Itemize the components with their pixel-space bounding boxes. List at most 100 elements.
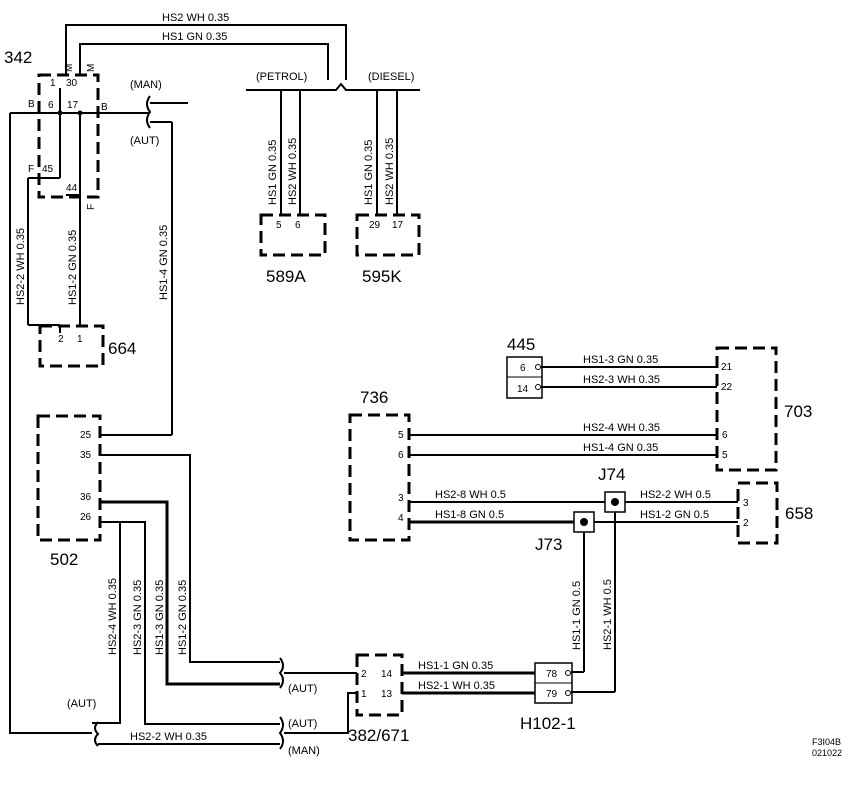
pin-label: 6 (48, 100, 54, 111)
component-382-671-box (355, 653, 404, 717)
wire-label-hs1-4: HS1-4 GN 0.35 (158, 225, 170, 300)
pin-label: 2 (361, 669, 367, 680)
note-man-1: (MAN) (130, 79, 162, 91)
component-342-label: 342 (4, 48, 32, 67)
bracket-left (94, 721, 100, 747)
pin-label: 35 (80, 450, 92, 461)
pin-label: M (86, 64, 97, 72)
component-658-label: 658 (785, 504, 813, 523)
component-502-box (36, 414, 102, 542)
pin-label: 6 (295, 220, 301, 231)
component-595k-box (355, 213, 421, 257)
pin-label: 30 (66, 78, 78, 89)
switch-man-aut-1 (146, 95, 188, 435)
wire-label-hs1-1-382: HS1-1 GN 0.35 (418, 660, 493, 672)
component-h102-1-label: H102-1 (520, 714, 576, 733)
note-man-2: (MAN) (288, 745, 320, 757)
component-502-label: 502 (50, 550, 78, 569)
wire-label-hs1-2: HS1-2 GN 0.35 (67, 230, 79, 305)
pin-label: F (86, 204, 97, 210)
component-703-box (715, 346, 778, 472)
pin-label: 17 (67, 100, 79, 111)
wire-label-top-hs2: HS2 WH 0.35 (162, 12, 229, 24)
component-j73-label: J73 (535, 535, 562, 554)
pin-label: 26 (80, 512, 92, 523)
pin-label: M (64, 64, 75, 72)
pin-label: 2 (743, 518, 749, 529)
component-589a-label: 589A (266, 267, 306, 286)
note-aut-3: (AUT) (67, 698, 96, 710)
pin-label: 14 (517, 384, 529, 395)
top-wiring (65, 24, 420, 215)
component-658-box (736, 481, 779, 545)
junction-dot (57, 110, 63, 116)
pin-label: 5 (276, 220, 282, 231)
component-736-label: 736 (360, 388, 388, 407)
pin-label: 78 (546, 669, 558, 680)
pin-label: 2 (58, 334, 64, 345)
pin-label: 3 (743, 498, 749, 509)
figure-date: 021022 (812, 748, 842, 758)
note-aut-4: (AUT) (288, 718, 317, 730)
wire-label-diesel-hs1: HS1 GN 0.35 (363, 140, 375, 205)
wire-label-hs2-8: HS2-8 WH 0.5 (435, 489, 506, 501)
wire-label-hs2-4-502: HS2-4 WH 0.35 (107, 578, 119, 655)
wire-label-hs1-2-502: HS1-2 GN 0.35 (177, 580, 189, 655)
pin-label: 6 (398, 450, 404, 461)
wire-label-hs1-2-658: HS1-2 GN 0.5 (640, 509, 709, 521)
pin-label: 22 (721, 382, 733, 393)
pin-label: B (101, 102, 108, 113)
component-595k-label: 595K (362, 267, 402, 286)
wire-label-hs2-1-382: HS2-1 WH 0.35 (418, 680, 495, 692)
pin-label: 44 (66, 183, 78, 194)
component-382-671-label: 382/671 (348, 726, 409, 745)
pin-label: 1 (50, 78, 56, 89)
wire-label-hs2-4-736: HS2-4 WH 0.35 (583, 422, 660, 434)
pin-label: 45 (42, 164, 54, 175)
pin-label: 14 (381, 669, 393, 680)
figure-code: F3I04B (812, 737, 841, 747)
pin-label: F (28, 164, 34, 175)
wire-label-hs2-1-05: HS2-1 WH 0.5 (602, 579, 614, 650)
pin-label: 13 (381, 689, 393, 700)
pin-label: 5 (398, 430, 404, 441)
pin-label: 36 (80, 492, 92, 503)
pin-label: 17 (392, 220, 404, 231)
note-diesel: (DIESEL) (368, 71, 414, 83)
component-736-box (348, 413, 411, 542)
pin-label: 25 (80, 430, 92, 441)
note-aut-2: (AUT) (288, 683, 317, 695)
pin-label: 3 (398, 493, 404, 504)
wire-label-diesel-hs2: HS2 WH 0.35 (384, 138, 396, 205)
component-664-box (38, 324, 105, 368)
pin-label: 79 (546, 689, 558, 700)
pin-label: 21 (721, 362, 733, 373)
pin-label: 6 (722, 430, 728, 441)
wire-label-hs1-4-736: HS1-4 GN 0.35 (583, 442, 658, 454)
bracket-right-1 (278, 657, 284, 689)
wire-label-petrol-hs1: HS1 GN 0.35 (267, 140, 279, 205)
wire-label-top-hs1: HS1 GN 0.35 (162, 31, 227, 43)
wire-label-hs1-1-05: HS1-1 GN 0.5 (571, 581, 583, 650)
component-664-label: 664 (108, 339, 136, 358)
wire-label-hs2-2-658: HS2-2 WH 0.5 (640, 489, 711, 501)
component-589a-box (259, 213, 327, 257)
pin-label: 6 (520, 363, 526, 374)
component-703-label: 703 (784, 402, 812, 421)
note-aut-1: (AUT) (130, 135, 159, 147)
pin-label: B (28, 99, 35, 110)
bracket-right-2 (278, 716, 284, 750)
pin-label: 5 (722, 450, 728, 461)
pin-label: 1 (77, 334, 83, 345)
wire-label-bottom-hs2-2: HS2-2 WH 0.35 (130, 731, 207, 743)
component-342-box (37, 73, 100, 199)
junction-dot (77, 110, 83, 116)
wire-label-hs2-3-445: HS2-3 WH 0.35 (583, 374, 660, 386)
wires-342 (9, 88, 150, 734)
wires-502 (92, 434, 280, 725)
note-petrol: (PETROL) (256, 71, 307, 83)
wire-label-petrol-hs2: HS2 WH 0.35 (287, 138, 299, 205)
wire-label-hs1-3-502: HS1-3 GN 0.35 (154, 580, 166, 655)
pin-label: 4 (398, 513, 404, 524)
